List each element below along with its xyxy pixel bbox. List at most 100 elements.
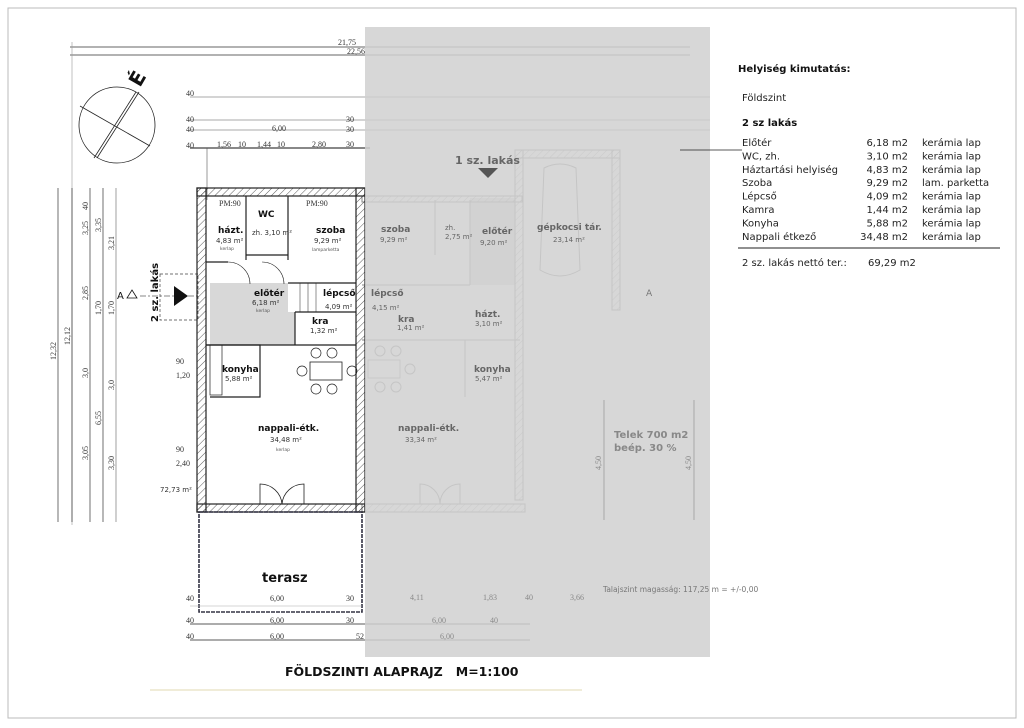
schedule-floor: lam. parketta (922, 178, 989, 189)
schedule-floor: kerámia lap (922, 204, 981, 216)
section-marker-left: A 2 sz. lakás (117, 263, 200, 322)
room-area: 4,15 m² (372, 304, 400, 312)
room-name: szoba (381, 225, 410, 235)
schedule-total-label: 2 sz. lakás nettó ter.: (742, 257, 847, 269)
room-name: házt. (475, 310, 500, 320)
schedule-row: Konyha 5,88 m2 kerámia lap (742, 217, 981, 229)
dim-text: 40 (186, 141, 194, 150)
schedule-floor: kerámia lap (922, 217, 981, 229)
unit-2-plan: PM:90 PM:90 házt. 4,83 m² kerlap WC zh. … (196, 187, 366, 613)
room-name: lépcső (371, 288, 404, 299)
dim-text: 3,30 (107, 456, 116, 470)
room-name: előtér (254, 288, 285, 299)
dim-text: 12,12 (63, 327, 72, 345)
room-name: gépkocsi tár. (537, 222, 602, 233)
schedule-name: WC, zh. (742, 151, 780, 162)
dim-text: 10 (277, 140, 285, 149)
schedule-area: 4,09 m2 (866, 192, 908, 203)
room-name: konyha (474, 365, 511, 375)
dim-text: 40 (186, 89, 194, 98)
room-area: 9,20 m² (480, 239, 508, 247)
dim-text: 10 (238, 140, 246, 149)
dim-text: 4,50 (684, 456, 693, 470)
schedule-floor: kerámia lap (922, 164, 981, 176)
dim-text: 4,11 (410, 593, 424, 602)
dim-text: 6,00 (270, 594, 284, 603)
room-area: 9,29 m² (380, 236, 408, 244)
left-dimensions (57, 188, 117, 522)
schedule-level: Földszint (742, 93, 786, 104)
dim-text: 40 (186, 616, 194, 625)
room-floor: kerlap (256, 308, 270, 314)
dim-overall-1: 21,75 (338, 38, 356, 47)
schedule-heading: Helyiség kimutatás: (738, 63, 851, 75)
sheet-frame (7, 7, 1017, 719)
dim-text: 40 (186, 632, 194, 641)
dim-text: 30 (346, 140, 354, 149)
room-floor: kerlap (276, 447, 290, 453)
room-name: lépcső (323, 288, 356, 299)
dim-text: 6,00 (270, 632, 284, 641)
room-name: nappali-étk. (398, 423, 459, 434)
schedule-total-value: 69,29 m2 (868, 258, 916, 269)
schedule-name: Nappali étkező (742, 231, 816, 243)
dim-text: 30 (346, 115, 354, 124)
schedule-floor: kerámia lap (922, 137, 981, 149)
unit2-label: 2 sz. lakás (149, 263, 161, 322)
dim-overall-2: 22,56 (347, 47, 365, 56)
dim-text: 30 (346, 616, 354, 625)
dim-text: 1,83 (483, 593, 497, 602)
room-name: nappali-étk. (258, 423, 319, 434)
schedule-name: Konyha (742, 218, 779, 229)
room-name: zh. (445, 224, 455, 232)
schedule-area: 3,10 m2 (866, 151, 908, 162)
gray-overlay (365, 27, 710, 657)
dim-text: 6,00 (270, 616, 284, 625)
dim-text: 2,85 (81, 286, 90, 300)
schedule-name: Kamra (742, 205, 775, 216)
schedule-row: Előtér 6,18 m2 kerámia lap (742, 137, 981, 149)
room-area: 34,48 m² (270, 436, 302, 444)
room-area: 9,29 m² (314, 237, 342, 245)
schedule-name: Előtér (742, 137, 772, 149)
dim-text: 3,25 (81, 221, 90, 235)
room-name: kra (312, 317, 329, 327)
schedule-area: 5,88 m2 (866, 218, 908, 229)
room-schedule: Helyiség kimutatás: Földszint 2 sz lakás… (680, 63, 1000, 269)
room-area: zh. 3,10 m² (252, 229, 292, 237)
dim-text: 3,66 (570, 593, 584, 602)
dim-text: 3,05 (81, 446, 90, 460)
room-name-terasz: terasz (262, 571, 308, 586)
room-area: 4,09 m² (325, 303, 353, 311)
schedule-unit: 2 sz lakás (742, 117, 797, 129)
plot-coverage: beép. 30 % (614, 442, 677, 454)
dim-text: 1,70 (94, 301, 103, 315)
room-area: 5,88 m² (225, 375, 253, 383)
schedule-name: Szoba (742, 178, 772, 189)
room-name: konyha (222, 365, 259, 375)
ground-level-note: Talajszint magasság: 117,25 m = +/-0,00 (602, 585, 758, 594)
room-area: 33,34 m² (405, 436, 437, 444)
schedule-name: Háztartási helyiség (742, 164, 838, 176)
room-area: 23,14 m² (553, 236, 585, 244)
room-area: 2,75 m² (445, 233, 473, 241)
dim-text: 1,44 (257, 140, 271, 149)
room-name: házt. (218, 226, 243, 236)
dim-text: 6,55 (94, 411, 103, 425)
schedule-area: 9,29 m2 (866, 178, 908, 189)
room-name: szoba (316, 226, 345, 236)
dim-text: 3,0 (107, 380, 116, 390)
dim-text: 30 (346, 594, 354, 603)
schedule-floor: kerámia lap (922, 150, 981, 162)
schedule-row: Szoba 9,29 m2 lam. parketta (742, 178, 989, 189)
dim-text: 2,80 (312, 140, 326, 149)
schedule-area: 6,18 m2 (866, 138, 908, 149)
dim-text: 12,32 (49, 342, 58, 360)
dim-text: 90 (176, 445, 184, 454)
drawing-title: FÖLDSZINTI ALAPRAJZ M=1:100 (285, 664, 519, 679)
dim-text: 3,21 (107, 236, 116, 250)
schedule-name: Lépcső (742, 191, 777, 203)
